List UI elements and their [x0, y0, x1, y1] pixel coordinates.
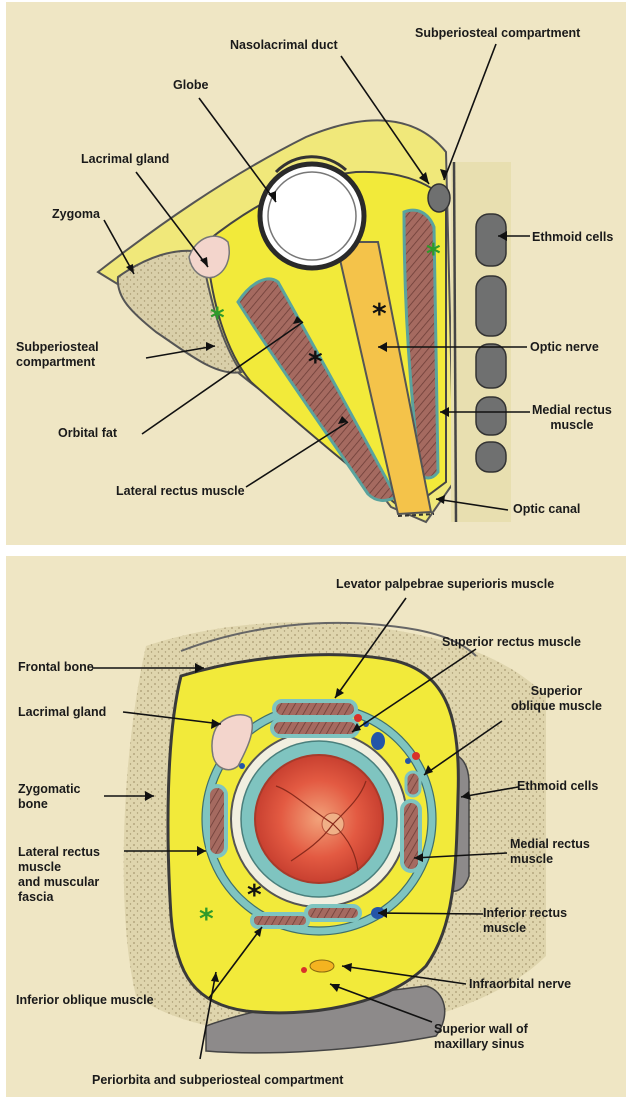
- label-subperiosteal-compartment-left: Subperiosteal compartment: [16, 340, 99, 370]
- label-inferior-oblique: Inferior oblique muscle: [16, 993, 154, 1008]
- asterisk-black-2: *: [308, 348, 323, 376]
- medial-rectus-shape: [402, 801, 420, 871]
- axial-orbit-panel: Nasolacrimal duct Subperiosteal compartm…: [6, 2, 626, 545]
- label-inferior-rectus: Inferior rectus muscle: [483, 906, 567, 936]
- inferior-rectus-shape: [306, 906, 360, 920]
- label-subperiosteal-compartment-top: Subperiosteal compartment: [415, 26, 580, 41]
- superior-rectus-shape: [272, 720, 358, 736]
- label-periorbita: Periorbita and subperiosteal compartment: [92, 1073, 343, 1088]
- asterisk-black-bottom: *: [247, 881, 262, 909]
- lateral-rectus-shape: [208, 786, 226, 856]
- label-superior-oblique: Superior oblique muscle: [511, 684, 602, 714]
- label-orbital-fat: Orbital fat: [58, 426, 117, 441]
- label-medial-rectus-bottom: Medial rectus muscle: [510, 837, 590, 867]
- label-globe: Globe: [173, 78, 208, 93]
- globe-retina: [255, 755, 383, 883]
- label-medial-rectus-top: Medial rectus muscle: [532, 403, 612, 433]
- label-nasolacrimal-duct: Nasolacrimal duct: [230, 38, 338, 53]
- label-ethmoid-cells-top: Ethmoid cells: [532, 230, 613, 245]
- inferior-oblique-shape: [252, 914, 308, 927]
- asterisk-green-lateral: *: [210, 304, 225, 332]
- superior-oblique-shape: [406, 772, 420, 796]
- nasolacrimal-duct-shape: [428, 184, 450, 212]
- globe-shape: [260, 164, 364, 268]
- label-ethmoid-cells-bottom: Ethmoid cells: [517, 779, 598, 794]
- infraorbital-nerve-shape: [310, 960, 334, 972]
- label-superior-rectus: Superior rectus muscle: [442, 635, 581, 650]
- label-lacrimal-gland-top: Lacrimal gland: [81, 152, 169, 167]
- label-lacrimal-gland-bottom: Lacrimal gland: [18, 705, 106, 720]
- label-zygoma: Zygoma: [52, 207, 100, 222]
- label-frontal-bone: Frontal bone: [18, 660, 94, 675]
- label-zygomatic-bone: Zygomatic bone: [18, 782, 81, 812]
- label-optic-nerve: Optic nerve: [530, 340, 599, 355]
- vessel-blue-top: [371, 732, 385, 750]
- label-optic-canal: Optic canal: [513, 502, 580, 517]
- asterisk-green-bottom: *: [199, 905, 214, 933]
- asterisk-green-medial: *: [426, 240, 441, 268]
- axial-orbit-illustration: [6, 2, 626, 545]
- label-lateral-rectus-top: Lateral rectus muscle: [116, 484, 245, 499]
- label-levator: Levator palpebrae superioris muscle: [336, 577, 554, 592]
- label-lateral-rectus-bottom: Lateral rectus muscle and muscular fasci…: [18, 845, 100, 905]
- asterisk-black-1: *: [372, 300, 387, 328]
- levator-shape: [274, 701, 356, 717]
- label-infraorbital-nerve: Infraorbital nerve: [469, 977, 571, 992]
- label-superior-wall: Superior wall of maxillary sinus: [434, 1022, 528, 1052]
- coronal-orbit-panel: Levator palpebrae superioris muscle Supe…: [6, 556, 626, 1097]
